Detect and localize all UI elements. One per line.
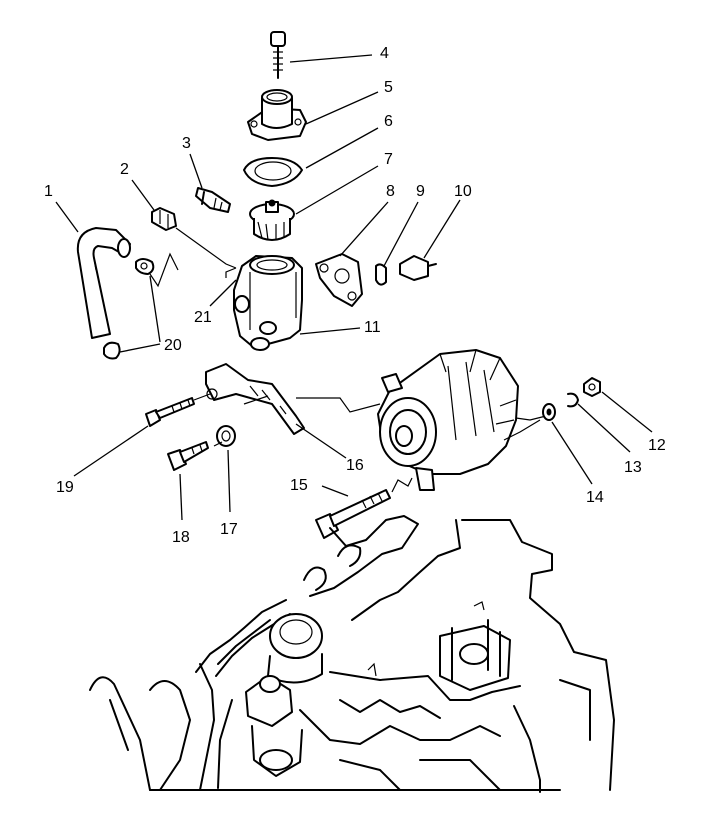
leader-5: [305, 91, 379, 125]
leader-3: [189, 153, 203, 189]
callout-21: 21: [194, 309, 212, 326]
callout-19: 19: [56, 479, 74, 496]
assembly-guide-lines: [193, 393, 541, 493]
engine-block: [89, 515, 615, 793]
leader-4: [289, 54, 373, 63]
part-8-gasket: [315, 253, 363, 307]
leader-10: [423, 199, 461, 259]
part-5-thermostat-cover: [247, 89, 307, 141]
callout-1: 1: [44, 183, 53, 200]
part-1-hose: [76, 227, 131, 339]
leader-17: [227, 449, 231, 513]
leader-13: [577, 403, 631, 453]
callout-13: 13: [624, 459, 642, 476]
callout-2: 2: [120, 161, 129, 178]
leader-lines: [55, 54, 653, 521]
part-2-fitting: [151, 207, 177, 231]
leader-12: [601, 391, 653, 433]
alternator: [377, 349, 547, 491]
part-15-bolt: [315, 489, 391, 539]
part-13-lock-washer: [567, 392, 579, 408]
leader-6: [305, 127, 379, 169]
part-21-connector: [149, 227, 237, 288]
leader-8: [339, 201, 389, 257]
callout-11: 11: [364, 319, 381, 336]
part-7-thermostat: [249, 199, 295, 241]
callout-6: 6: [384, 113, 393, 130]
callout-14: 14: [586, 489, 604, 506]
leader-18: [179, 473, 183, 521]
leader-11: [299, 327, 361, 335]
leader-20b: [119, 343, 161, 353]
callout-12: 12: [648, 437, 666, 454]
part-6-gasket: [243, 157, 303, 187]
callout-16: 16: [346, 457, 364, 474]
part-16-bracket: [205, 363, 305, 435]
callout-3: 3: [182, 135, 191, 152]
part-18-bolt: [167, 441, 209, 471]
callout-7: 7: [384, 151, 393, 168]
callout-9: 9: [416, 183, 425, 200]
leader-1: [55, 201, 79, 233]
part-17-washer: [216, 425, 236, 447]
part-3-temperature-sensor: [195, 187, 231, 213]
leader-20a: [149, 275, 161, 343]
leader-9: [383, 201, 419, 267]
callout-5: 5: [384, 79, 393, 96]
part-9-washer: [375, 263, 387, 286]
part-4-bolt: [270, 31, 286, 79]
leader-2: [131, 179, 155, 211]
callout-17: 17: [220, 521, 238, 538]
part-10-switch: [399, 255, 437, 281]
callout-8: 8: [386, 183, 395, 200]
leader-16: [295, 423, 347, 459]
callout-4: 4: [380, 45, 389, 62]
leader-15: [321, 485, 349, 497]
leader-14: [551, 421, 593, 485]
part-11-thermostat-housing: [225, 255, 303, 351]
part-14-washer: [542, 403, 556, 421]
callout-15: 15: [290, 477, 308, 494]
leader-7: [295, 165, 379, 215]
callout-10: 10: [454, 183, 472, 200]
leader-21: [209, 279, 237, 307]
callout-18: 18: [172, 529, 190, 546]
part-19-bolt: [145, 397, 195, 427]
callout-20: 20: [164, 337, 182, 354]
leader-19: [73, 425, 149, 477]
part-12-nut: [583, 377, 601, 397]
part-20-clamp-upper: [135, 258, 155, 275]
part-20-clamp-lower: [103, 341, 121, 360]
